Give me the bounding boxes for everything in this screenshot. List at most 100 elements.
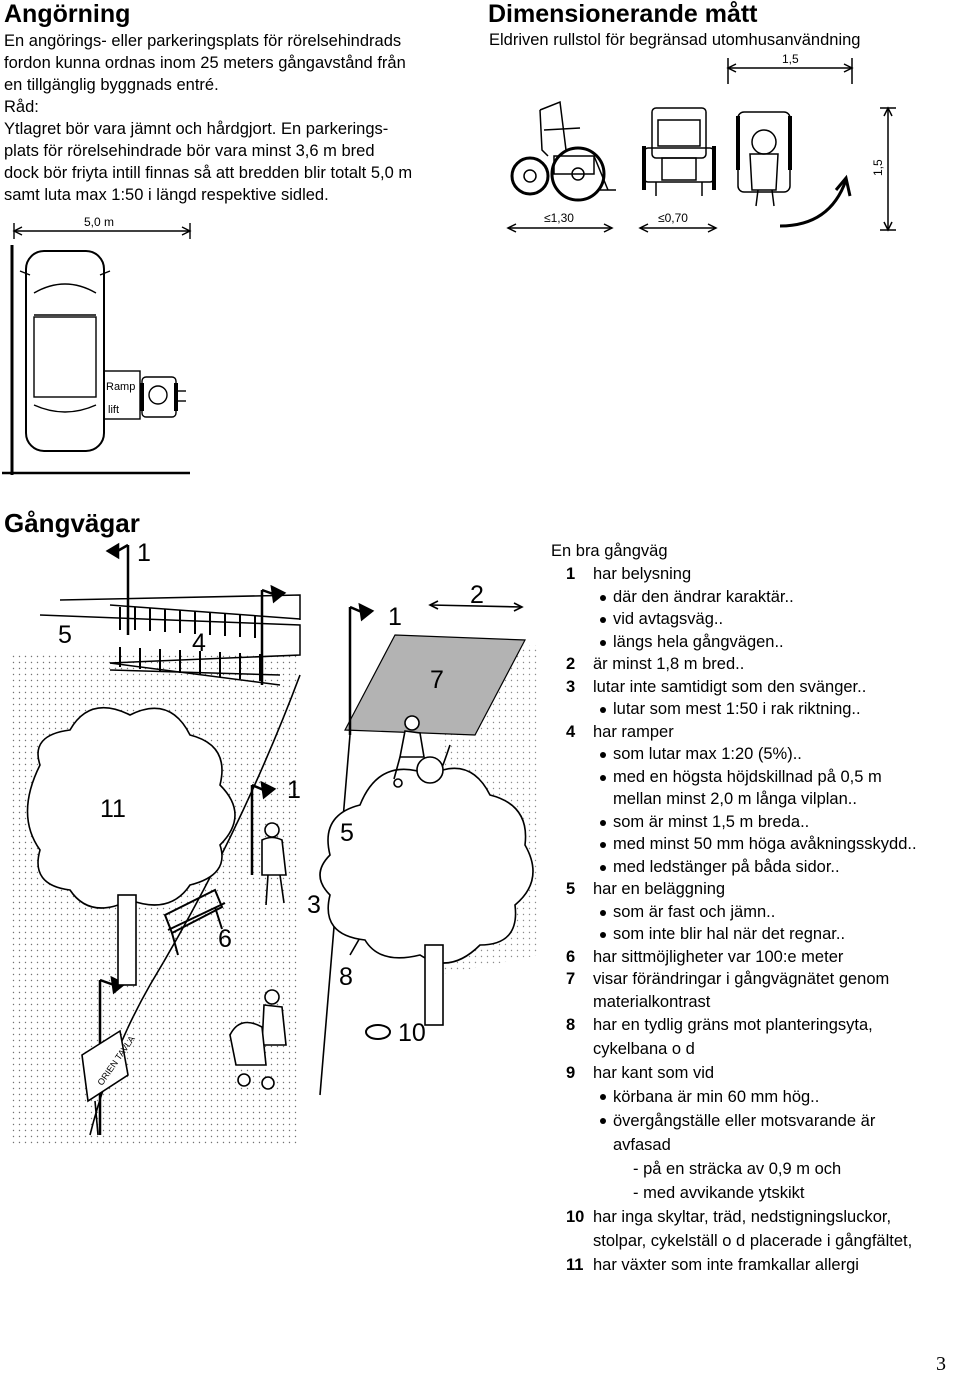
wheelchair-top-view-icon [736,111,792,207]
wheelchair-dimensions-figure: 1,5 1,5 ≤1,30 ≤0,70 [506,52,896,233]
item-text: har en beläggning [593,880,726,898]
list-bullet: som är fast och jämn.. [551,901,960,924]
angorning-line: En angörings- eller parkeringsplats för … [4,32,402,50]
marker-label: 5 [340,819,354,847]
chair-width-label: ≤0,70 [658,211,688,225]
turning-arrow [779,179,848,228]
lift-label: lift [108,404,119,416]
section-title-dimensionerande: Dimensionerande mått [488,0,758,28]
list-bullet: körbana är min 60 mm hög.. [551,1085,960,1109]
bullet-icon [600,909,606,916]
list-item: 10 har inga skyltar, träd, nedstigningslu… [551,1205,960,1229]
item-number: 5 [566,880,576,898]
list-bullet: längs hela gångvägen.. [551,631,960,654]
bullet-icon [600,707,606,713]
tree-icon [26,706,236,909]
bullet-text: längs hela gångvägen.. [613,632,784,651]
walking-person-icon [261,822,287,906]
bullet-icon [600,752,606,758]
angorning-line: samt luta max 1:50 i längd respektive si… [4,186,329,204]
item-number: 7 [566,970,576,988]
bullet-icon [600,617,606,623]
item-text: har kant som vid [593,1064,715,1082]
tree-icon [319,767,534,964]
dash-text: - på en sträcka av 0,9 m och [633,1160,842,1178]
item-text: har en tydlig gräns mot planteringsyta, [593,1016,873,1034]
item-number: 1 [566,565,576,583]
item-number: 2 [566,655,576,673]
item-text: har ramper [593,722,674,741]
length-label: ≤1,30 [544,211,574,225]
marker-label: 5 [58,621,72,649]
bullet-icon [600,1094,606,1100]
marker-label: 3 [307,891,321,919]
item-text: har inga skyltar, träd, nedstigningsluck… [593,1208,892,1226]
list-bullet: där den ändrar karaktär.. [551,586,960,609]
bullet-text: med minst 50 mm höga avåkningsskydd.. [613,835,917,853]
orientation-sign-icon [81,1029,129,1136]
angorning-line: plats för rörelsehindrade bör vara minst… [4,142,375,160]
bullet-icon [600,639,606,646]
item-number: 11 [566,1256,584,1274]
wheelchair-user-icon [393,715,444,788]
list-dash: - med avvikande ytskikt [551,1181,960,1205]
dash-text: - med avvikande ytskikt [633,1184,805,1202]
list-dash: - på en sträcka av 0,9 m och [551,1157,960,1181]
item-number: 3 [566,677,576,696]
marker-label: 1 [287,776,301,804]
bullet-text: där den ändrar karaktär.. [613,587,794,606]
dimensionerande-subtitle: Eldriven rullstol för begränsad utomhusa… [489,31,861,49]
bullet-text: som är minst 1,5 m breda.. [613,812,810,831]
angorning-line: fordon kunna ordnas inom 25 meters gånga… [4,54,406,72]
bench-icon [163,888,226,956]
list-item: 8 har en tydlig gräns mot planteringsyta, [551,1013,960,1037]
manhole-icon [365,1024,391,1040]
list-bullet: med ledstänger på båda sidor.. [551,856,960,879]
page-number: 3 [936,1353,946,1375]
wheelchair-side-view-icon [510,100,616,202]
bullet-icon [600,864,606,871]
material-contrast-area [344,634,526,736]
list-bullet: som lutar max 1:20 (5%).. [551,743,960,766]
angorning-line: Ytlagret bör vara jämnt och hårdgjort. E… [4,120,389,138]
bullet-text: vid avtagsväg.. [613,610,724,628]
dimension-label: 5,0 m [84,215,114,229]
item-text: stolpar, cykelställ o d placerade i gång… [593,1232,913,1250]
marker-label: 10 [398,1019,426,1047]
list-bullet: övergångställe eller motsvarande är [551,1109,960,1133]
marker-label: 1 [388,603,402,631]
bullet-icon [600,1118,606,1124]
bullet-icon [600,819,606,826]
item-text: cykelbana o d [593,1040,695,1058]
bullet-text: lutar som mest 1:50 i rak riktning.. [613,700,861,718]
bullet-text: körbana är min 60 mm hög.. [613,1088,820,1106]
item-number: 6 [566,947,576,966]
item-text: har sittmöjligheter var 100:e meter [593,947,844,966]
marker-label: 4 [192,629,206,657]
angorning-text: En angörings- eller parkeringsplats för … [4,30,474,206]
item-text: har belysning [593,565,692,583]
list-item: 6 har sittmöjligheter var 100:e meter [551,946,960,969]
marker-label: 6 [218,925,232,953]
list-bullet: med minst 50 mm höga avåkningsskydd.. [551,833,960,856]
marker-label: 1 [137,539,151,567]
list-bullet: som inte blir hal när det regnar.. [551,923,960,946]
item-number: 8 [566,1016,576,1034]
list-bullet-continuation: mellan minst 2,0 m långa vilplan.. [551,788,960,811]
item-text: lutar inte samtidigt som den svänger.. [593,677,867,696]
angorning-line: Råd: [4,98,39,116]
bullet-text: med ledstänger på båda sidor.. [613,857,840,876]
list-intro: En bra gångväg [551,540,960,563]
item-number: 10 [566,1208,585,1226]
item-number: 9 [566,1064,576,1082]
angorning-line: dock bör friyta intill finnas så att bre… [4,164,413,182]
bullet-text: som är fast och jämn.. [613,902,776,921]
bullet-text: som lutar max 1:20 (5%).. [613,745,802,763]
list-item-continuation: materialkontrast [551,991,960,1014]
ramp-icon [39,594,301,686]
bullet-text: som inte blir hal när det regnar.. [613,925,846,943]
list-intro-text: En bra gångväg [551,542,668,560]
bullet-icon [600,842,606,848]
